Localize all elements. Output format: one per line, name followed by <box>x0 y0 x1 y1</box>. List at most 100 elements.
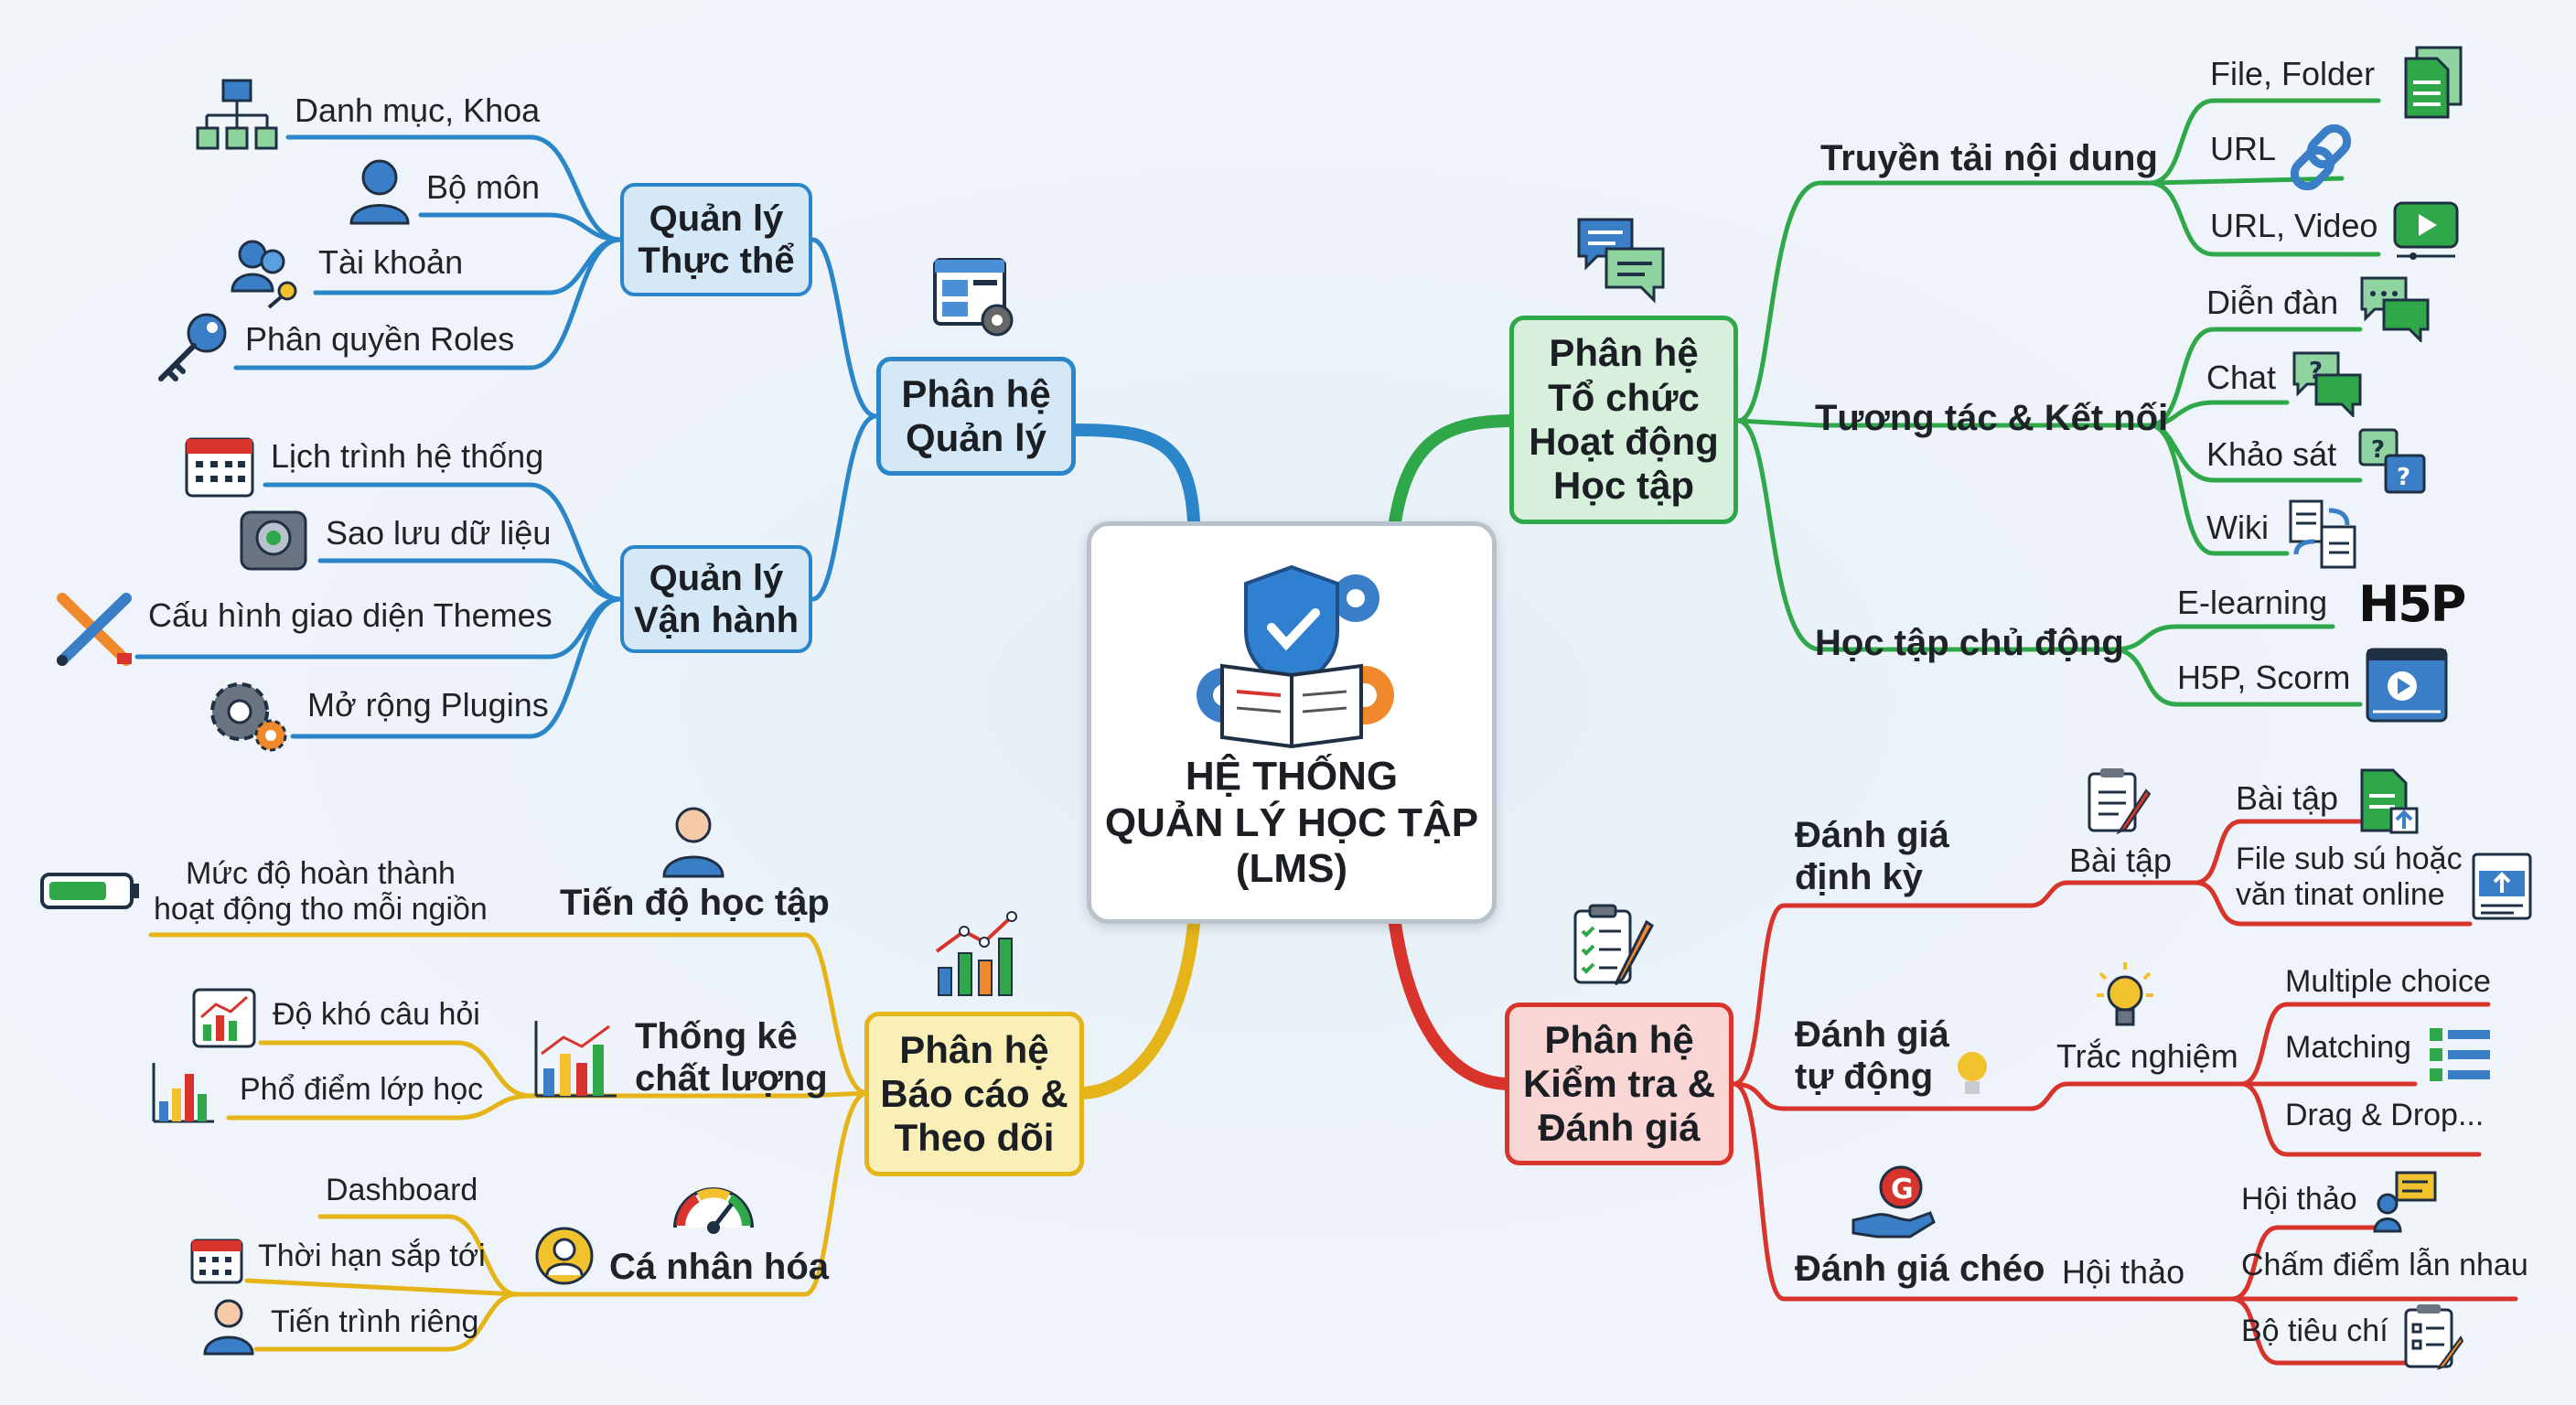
item-drag-drop: Drag & Drop... <box>2285 1098 2485 1132</box>
link-baocao-tiendo <box>148 932 870 1096</box>
link-kiemtra-tudong <box>1731 1081 2034 1111</box>
hard-drive-backup-icon <box>240 510 307 571</box>
link-center-quanly <box>1068 424 1200 528</box>
link-center-tochuc <box>1389 414 1520 528</box>
file-upload-icon <box>2360 768 2419 834</box>
video-play-icon <box>2393 201 2459 260</box>
lightbulb-small-icon <box>1958 1052 1987 1094</box>
survey-question-icon: ? ? <box>2358 428 2426 494</box>
clipboard-checklist-icon <box>1573 904 1654 986</box>
link-center-baocao <box>1073 917 1200 1099</box>
users-key-icon <box>231 240 297 309</box>
item-multiple-choice: Multiple choice <box>2285 964 2491 999</box>
link-td-item3 <box>2238 1081 2482 1157</box>
sub-hoi-thao: Hội thảo <box>2062 1253 2185 1291</box>
progress-battery-icon <box>40 873 139 909</box>
link-tt-item2 <box>2147 176 2345 186</box>
checklist-criteria-icon <box>2404 1304 2464 1370</box>
svg-text:?: ? <box>2309 358 2323 385</box>
main-node-kiem-tra-label: Phân hệ Kiểm tra & Đánh giá <box>1522 1017 1716 1150</box>
link-thongke-item1 <box>258 1040 533 1099</box>
item-e-learning: E-learning <box>2177 584 2328 621</box>
link-thucthe-item1 <box>285 134 623 242</box>
profile-circle-icon <box>535 1227 594 1285</box>
item-pho-diem: Phổ điểm lớp học <box>240 1072 484 1107</box>
link-canhan-item3 <box>253 1292 520 1352</box>
link-quanly-thucthe <box>810 237 879 419</box>
sub-node-thuc-the[interactable]: Quản lý Thực thể <box>620 183 812 296</box>
item-file-sub: File sub sú hoặc văn tinat online <box>2236 842 2463 913</box>
item-muc-do: Mức độ hoàn thành hoạt động tho mỗi ngiồ… <box>154 856 488 928</box>
item-url-video: URL, Video <box>2210 207 2378 244</box>
item-hoi-thao: Hội thảo <box>2241 1182 2357 1217</box>
main-node-bao-cao-label: Phân hệ Báo cáo & Theo dõi <box>880 1027 1068 1160</box>
chart-monitor-icon <box>192 988 256 1048</box>
branch-truyen-tai: Truyền tải nội dung <box>1820 138 2158 178</box>
sub-node-van-hanh[interactable]: Quản lý Vận hành <box>620 545 812 653</box>
link-thongke-item2 <box>226 1093 533 1121</box>
center-title: HỆ THỐNG QUẢN LÝ HỌC TẬP (LMS) <box>1104 754 1479 892</box>
key-icon <box>158 313 227 381</box>
item-file-folder: File, Folder <box>2210 55 2376 92</box>
link-thucthe-item2 <box>418 212 623 242</box>
link-tochuc-truyentai <box>1735 180 1823 424</box>
brush-pencil-icon <box>57 593 132 666</box>
item-h5p-scorm: H5P, Scorm <box>2177 659 2351 696</box>
link-cheo-item1 <box>2229 1225 2390 1302</box>
center-node: HỆ THỐNG QUẢN LÝ HỌC TẬP (LMS) <box>1087 521 1497 924</box>
link-dk-item1 <box>2193 819 2381 885</box>
item-bo-mon: Bộ môn <box>426 168 541 206</box>
link-kiemtra-dinhky <box>1731 903 2034 1087</box>
link-tg-item2 <box>2147 400 2290 428</box>
item-url: URL <box>2210 130 2277 167</box>
item-bai-tap: Bài tập <box>2236 779 2339 817</box>
gears-plugin-icon <box>210 682 287 752</box>
video-player-icon <box>2366 648 2448 723</box>
link-tochuc-chudong <box>1735 418 1823 652</box>
score-distribution-icon <box>152 1063 214 1123</box>
branch-dinh-ky: Đánh giá định kỳ <box>1795 815 1949 897</box>
link-td-item1 <box>2238 1002 2491 1087</box>
item-do-kho: Độ khó câu hỏi <box>273 997 480 1032</box>
item-mo-rong: Mở rộng Plugins <box>307 686 549 724</box>
link-tt-item1 <box>2147 98 2381 186</box>
link-cd-item2 <box>2110 647 2363 707</box>
link-tt-item3 <box>2147 180 2381 257</box>
sub-trac-nghiem: Trắc nghiệm <box>2056 1037 2238 1075</box>
chat-bubbles-icon <box>1577 218 1665 304</box>
student-avatar-icon <box>662 807 724 878</box>
main-node-to-chuc[interactable]: Phân hệ Tổ chức Hoạt động Học tập <box>1509 316 1738 524</box>
link-kiemtra-cheo <box>1731 1081 2235 1302</box>
laptop-upload-icon <box>2472 853 2532 920</box>
window-settings-icon <box>933 258 1014 337</box>
main-node-quan-ly[interactable]: Phân hệ Quản lý <box>876 357 1076 476</box>
matching-list-icon <box>2430 1028 2490 1081</box>
main-node-quan-ly-label: Phân hệ Quản lý <box>901 371 1051 459</box>
link-cd-item1 <box>2110 624 2335 652</box>
h5p-logo: H5P <box>2358 575 2466 633</box>
item-cau-hinh: Cấu hình giao diện Themes <box>148 596 553 634</box>
forum-bubbles-icon <box>2360 276 2430 342</box>
presentation-icon <box>2373 1171 2437 1233</box>
link-tochuc-tuongtac <box>1735 418 1823 428</box>
lightbulb-icon <box>2097 962 2153 1026</box>
link-baocao-canhan <box>514 1090 870 1297</box>
link-canhan-item2 <box>244 1278 520 1297</box>
link-canhan-item1 <box>317 1214 520 1297</box>
main-node-kiem-tra[interactable]: Phân hệ Kiểm tra & Đánh giá <box>1505 1003 1733 1165</box>
link-cheo-item3 <box>2229 1296 2409 1366</box>
link-tg-item1 <box>2147 327 2363 428</box>
item-phan-quyen: Phân quyền Roles <box>245 320 515 358</box>
link-baocao-thongke <box>528 1090 870 1099</box>
item-sao-luu: Sao lưu dữ liệu <box>326 514 552 552</box>
item-matching: Matching <box>2285 1030 2411 1065</box>
org-chart-icon <box>196 79 278 150</box>
main-node-bao-cao[interactable]: Phân hệ Báo cáo & Theo dõi <box>864 1012 1084 1176</box>
svg-text:G: G <box>1891 1174 1914 1206</box>
item-lich-trinh: Lịch trình hệ thống <box>271 437 544 475</box>
svg-text:?: ? <box>2371 436 2385 464</box>
sub-node-van-hanh-label: Quản lý Vận hành <box>633 558 800 640</box>
person-progress-icon <box>203 1299 254 1356</box>
